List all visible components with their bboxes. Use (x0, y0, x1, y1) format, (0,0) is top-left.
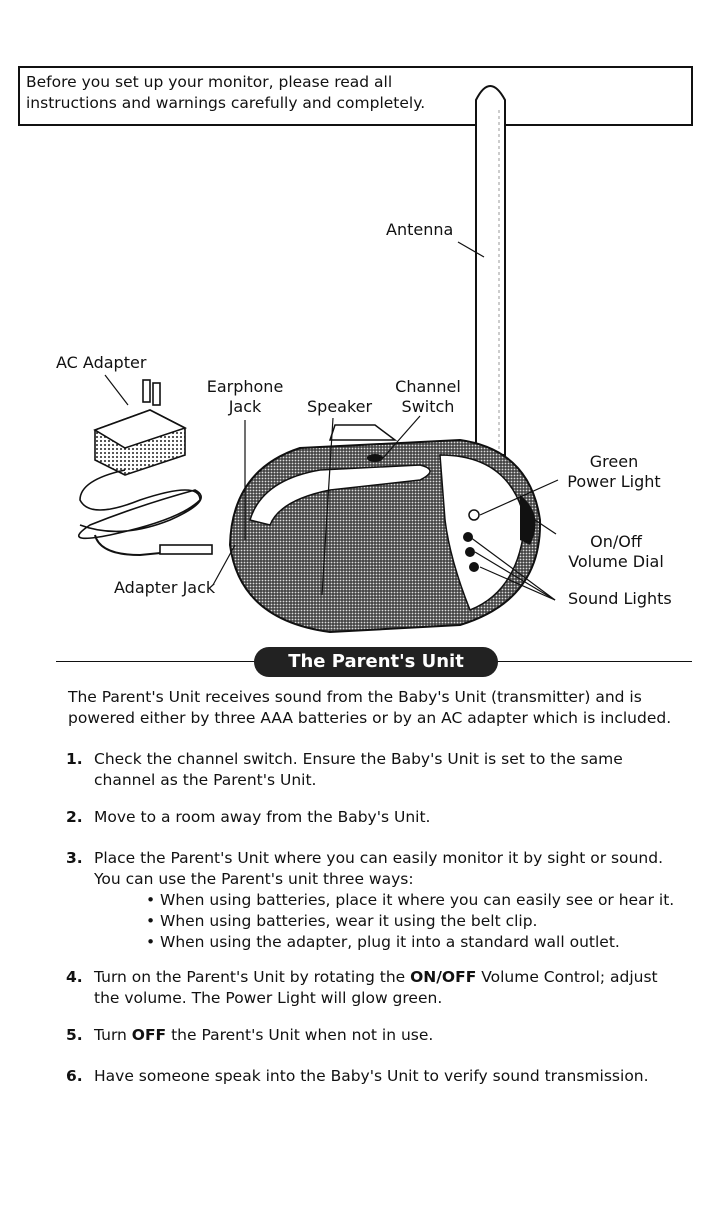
step-number: 5. (66, 1026, 83, 1044)
step-line: Place the Parent's Unit where you can ea… (94, 849, 664, 867)
step-bold: OFF (131, 1026, 167, 1044)
label-antenna: Antenna (386, 220, 454, 239)
bullet-item: •When using batteries, wear it using the… (146, 911, 686, 932)
label-onoff-volume: On/Off Volume Dial (564, 532, 668, 572)
bullet-item: •When using batteries, place it where yo… (146, 890, 686, 911)
step-text: Volume Control; adjust (476, 968, 658, 986)
warning-line-1: Before you set up your monitor, please r… (26, 73, 393, 91)
intro-paragraph: The Parent's Unit receives sound from th… (68, 687, 688, 729)
bullet-glyph: • (146, 891, 156, 909)
step-line: You can use the Parent's unit three ways… (94, 870, 414, 888)
label-ac-adapter: AC Adapter (56, 353, 147, 372)
step-4: 4. Turn on the Parent's Unit by rotating… (66, 967, 686, 1009)
step-number: 3. (66, 849, 83, 867)
label-channel-switch: Channel Switch (388, 377, 468, 417)
intro-line-2: powered either by three AAA batteries or… (68, 709, 672, 727)
label-green-1: Green (589, 452, 639, 471)
step-number: 1. (66, 750, 83, 768)
label-earphone-jack: Earphone Jack (200, 377, 290, 417)
bullet-text: When using batteries, wear it using the … (160, 912, 538, 930)
ac-adapter (78, 379, 213, 557)
bullet-glyph: • (146, 912, 156, 930)
step-line: Move to a room away from the Baby's Unit… (94, 808, 431, 826)
step-5: 5. Turn OFF the Parent's Unit when not i… (66, 1025, 686, 1046)
step-bold: ON/OFF (410, 968, 477, 986)
step-6: 6. Have someone speak into the Baby's Un… (66, 1066, 686, 1087)
step-2: 2. Move to a room away from the Baby's U… (66, 807, 686, 828)
warning-box (18, 66, 693, 126)
intro-line-1: The Parent's Unit receives sound from th… (68, 688, 642, 706)
step-number: 4. (66, 968, 83, 986)
title-rule-left (56, 661, 266, 662)
label-channel-1: Channel (395, 377, 461, 396)
step-line: Turn OFF the Parent's Unit when not in u… (94, 1025, 686, 1046)
label-earphone-1: Earphone (206, 377, 284, 396)
step-line: Have someone speak into the Baby's Unit … (94, 1067, 649, 1085)
warning-text: Before you set up your monitor, please r… (26, 72, 466, 114)
label-speaker: Speaker (307, 397, 373, 416)
label-sound-lights: Sound Lights (568, 589, 672, 608)
bullet-glyph: • (146, 933, 156, 951)
label-adapter-jack: Adapter Jack (114, 578, 216, 597)
label-channel-2: Switch (401, 397, 455, 416)
antenna (475, 85, 506, 456)
warning-line-2: instructions and warnings carefully and … (26, 94, 426, 112)
section-title: The Parent's Unit (254, 647, 498, 677)
title-rule-right (488, 661, 692, 662)
step-1: 1. Check the channel switch. Ensure the … (66, 749, 686, 791)
step-text: Turn on the Parent's Unit by rotating th… (94, 968, 411, 986)
step-3: 3. Place the Parent's Unit where you can… (66, 848, 686, 953)
bullet-item: •When using the adapter, plug it into a … (146, 932, 686, 953)
step-number: 2. (66, 808, 83, 826)
step-line: the volume. The Power Light will glow gr… (94, 989, 443, 1007)
step-text: Turn (94, 1026, 132, 1044)
bullet-text: When using batteries, place it where you… (160, 891, 675, 909)
step-number: 6. (66, 1067, 83, 1085)
step-line: Turn on the Parent's Unit by rotating th… (94, 967, 686, 988)
step-line: channel as the Parent's Unit. (94, 771, 317, 789)
label-green-2: Power Light (567, 472, 661, 491)
label-onoff-1: On/Off (590, 532, 642, 551)
bullet-text: When using the adapter, plug it into a s… (160, 933, 620, 951)
label-onoff-2: Volume Dial (568, 552, 664, 571)
parents-unit-illustration (78, 85, 559, 634)
label-green-power-light: Green Power Light (562, 452, 666, 492)
label-earphone-2: Jack (228, 397, 262, 416)
unit-body (228, 424, 542, 634)
step-line: Check the channel switch. Ensure the Bab… (94, 750, 623, 768)
step-text: the Parent's Unit when not in use. (166, 1026, 434, 1044)
